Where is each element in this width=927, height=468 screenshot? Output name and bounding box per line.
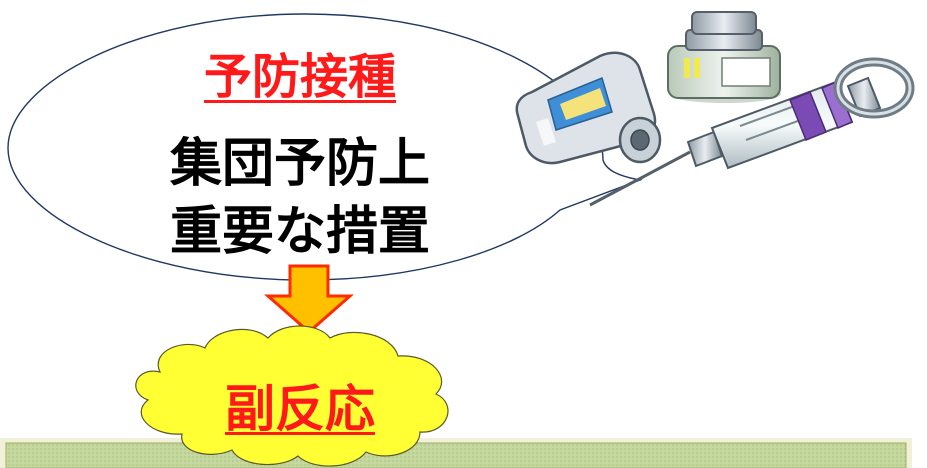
measure-line-1: 集団予防上 [169, 134, 430, 194]
side-effect-cloud [135, 325, 449, 467]
side-effect-label: 副反応 [225, 380, 375, 438]
down-arrow [264, 264, 354, 334]
ring-cap-icon [618, 57, 915, 164]
bottom-banner [0, 438, 912, 468]
vaccine-vial-icon [667, 11, 781, 103]
syringe-icon [589, 76, 882, 207]
vaccination-title: 予防接種 [203, 49, 396, 105]
measure-line-2: 重要な措置 [169, 202, 430, 262]
speech-bubble [7, 13, 643, 281]
